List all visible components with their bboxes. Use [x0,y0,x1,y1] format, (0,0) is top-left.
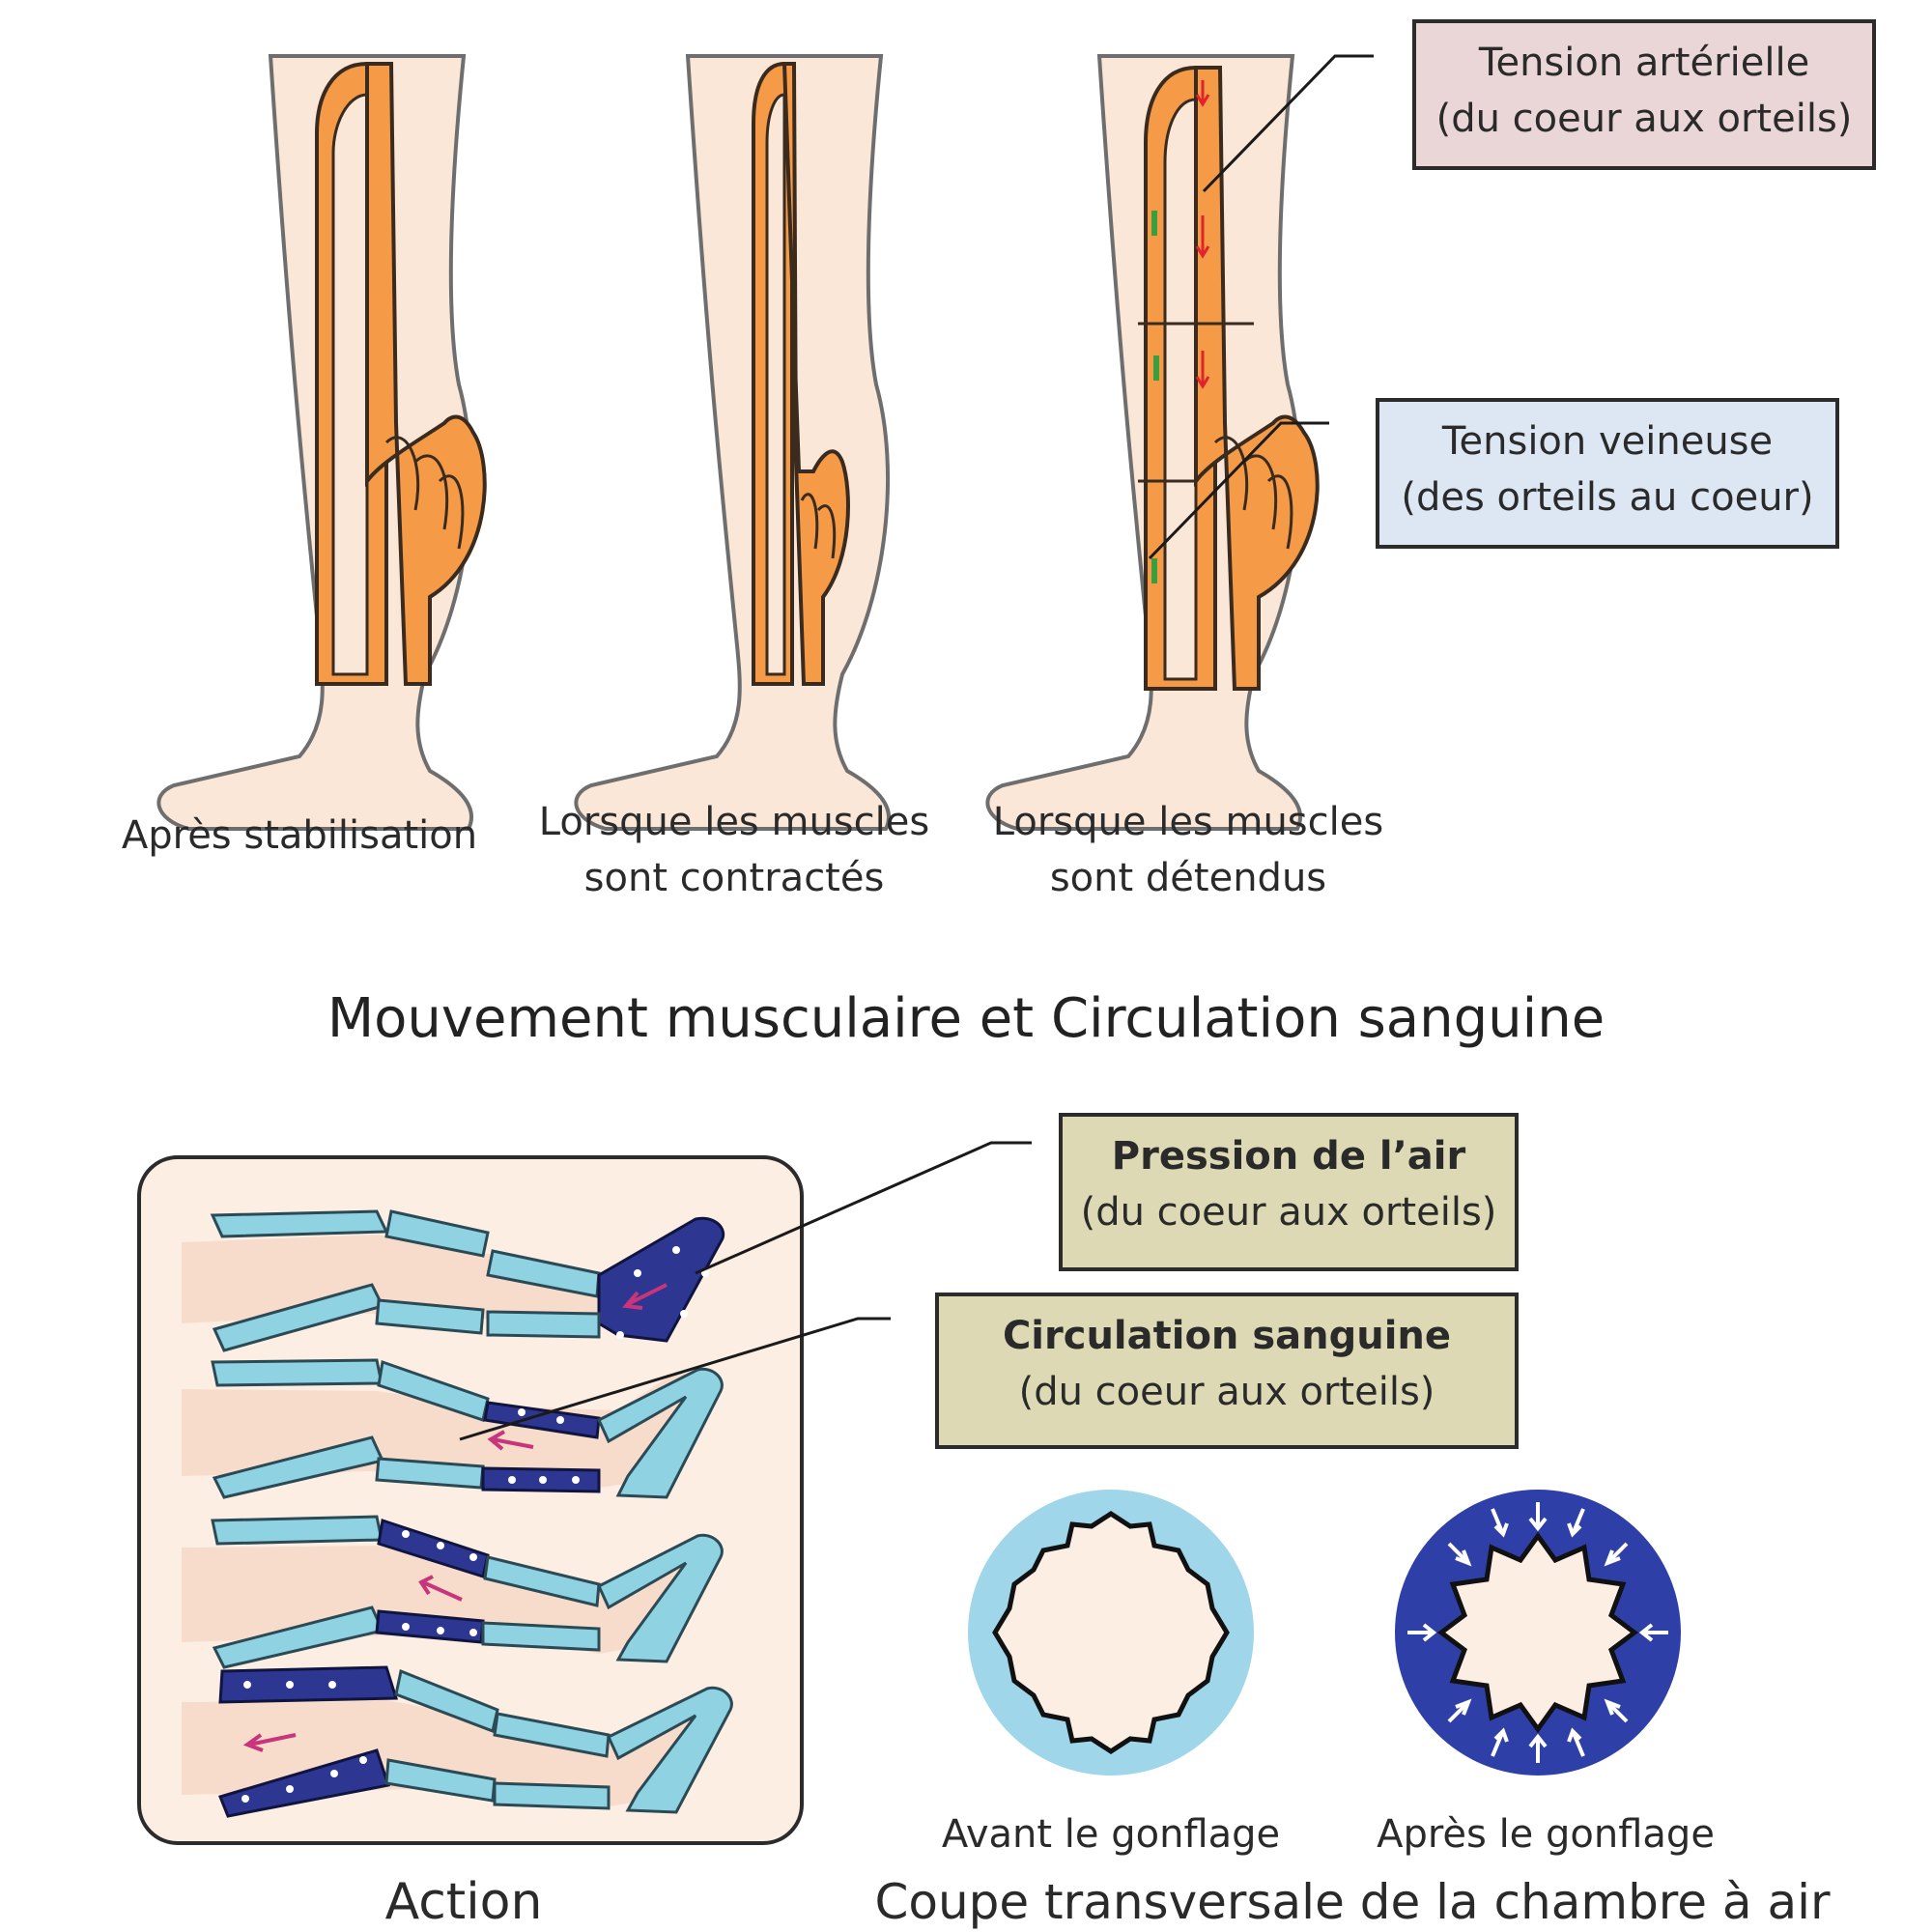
leg-1-caption: Après stabilisation [106,808,493,864]
cross-section-after [1395,1490,1681,1776]
callout-venous-line-1: Tension veineuse [1441,419,1774,464]
leg-1-caption-line-1: Après stabilisation [121,813,478,858]
callout-air-pressure-line-2: (du coeur aux orteils) [1080,1190,1497,1235]
cross-section-before-label: Avant le gonflage [941,1812,1281,1857]
leader-line-air-pressure [695,1141,1032,1275]
callout-air-pressure-line-1: Pression de l’air [1111,1134,1466,1179]
action-row-1 [182,1209,725,1352]
action-row-3 [182,1515,724,1669]
leg-2-caption-line-1: Lorsque les muscles [538,800,930,844]
action-label: Action [384,1873,543,1931]
callout-arterial-line-2: (du coeur aux orteils) [1435,97,1853,141]
venous-arrow-2 [1153,355,1159,381]
section-title: Mouvement musculaire et Circulation sang… [327,987,1605,1050]
arterial-arrow-2 [1195,215,1210,259]
leg-2-caption-line-2: sont contractés [583,856,885,900]
callout-air-pressure: Pression de l’air (du coeur aux orteils) [1059,1113,1519,1271]
leg-diagram-3 [985,54,1320,831]
cross-section-before [968,1490,1254,1776]
callout-blood-flow-line-2: (du coeur aux orteils) [1018,1370,1435,1414]
callout-venous: Tension veineuse (des orteils au coeur) [1376,398,1839,549]
leader-line-venous [1148,421,1329,560]
callout-blood-flow: Circulation sanguine (du coeur aux ortei… [935,1293,1519,1449]
action-row-2 [182,1358,724,1499]
leg-3-caption: Lorsque les muscles sont détendus [966,794,1410,906]
action-row-4 [182,1665,733,1818]
leader-line-arterial [1202,54,1374,193]
callout-venous-line-2: (des orteils au coeur) [1401,475,1814,520]
cross-section-after-label: Après le gonflage [1377,1812,1715,1857]
venous-arrow-3 [1151,558,1157,583]
leader-line-blood-flow [459,1317,891,1441]
leg-3-caption-line-1: Lorsque les muscles [992,800,1384,844]
venous-arrow-1 [1151,211,1157,236]
arterial-arrow-3 [1195,351,1210,389]
action-panel [137,1155,804,1845]
callout-blood-flow-line-1: Circulation sanguine [1002,1314,1452,1358]
leg-diagram-2 [574,54,892,831]
cross-section-title: Coupe transversale de la chambre à air [874,1874,1831,1930]
callout-arterial-line-1: Tension artérielle [1478,41,1810,85]
arterial-arrow-1 [1195,80,1210,107]
callout-arterial: Tension artérielle (du coeur aux orteils… [1412,19,1876,170]
leg-diagram-1 [156,54,487,831]
leg-3-caption-line-2: sont détendus [1049,856,1327,900]
leg-2-caption: Lorsque les muscles sont contractés [512,794,956,906]
